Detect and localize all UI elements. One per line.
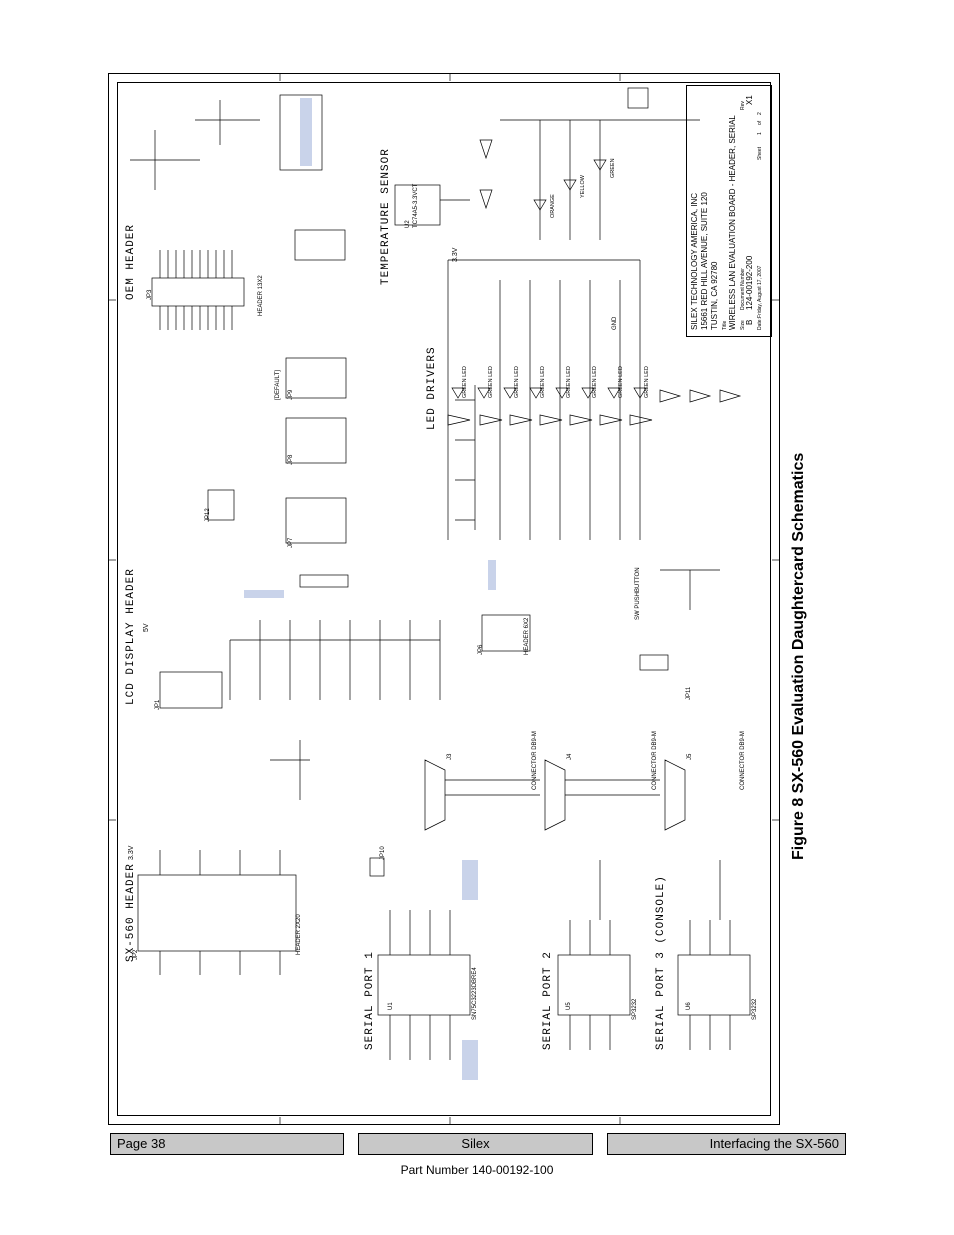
jp8-label: JP8: [288, 454, 294, 465]
section-serial-port-3: SERIAL PORT 3 (CONSOLE): [655, 875, 667, 1050]
tb-sheet: 1: [757, 132, 763, 135]
footer-page: Page 38: [110, 1133, 344, 1155]
jp7-label: JP7: [288, 537, 294, 548]
section-temperature-sensor: TEMPERATURE SENSOR: [380, 148, 392, 285]
led-label-1: GREEN LED: [462, 366, 468, 398]
section-lcd-display-header: LCD DISPLAY HEADER: [125, 568, 137, 705]
footer-company: Silex: [358, 1133, 593, 1155]
header-2x20-label: HEADER 2X20: [296, 914, 302, 955]
led-top-orange: ORANGE: [550, 194, 556, 218]
tb-doc-number: 124-00192-200: [745, 255, 754, 310]
footer-section: Interfacing the SX-560: [607, 1133, 846, 1155]
conn-db9-j5: CONNECTOR DB9-M: [740, 731, 746, 790]
tb-date-label: Date:: [757, 318, 763, 330]
v33-label-jp2: 3.3V: [128, 845, 135, 860]
header-6x2-label: HEADER 6X2: [524, 617, 530, 655]
section-led-drivers: LED DRIVERS: [426, 346, 438, 430]
led-label-6: GREEN LED: [592, 366, 598, 398]
title-block: [686, 85, 772, 337]
conn-db9-j3: CONNECTOR DB9-M: [532, 731, 538, 790]
led-label-4: GREEN LED: [540, 366, 546, 398]
led-top-yellow: YELLOW: [580, 175, 586, 198]
jp10-label: JP10: [380, 846, 386, 860]
jp12-label: JP12: [205, 508, 211, 522]
section-serial-port-1: SERIAL PORT 1: [364, 951, 376, 1050]
figure-title: Figure 8 SX-560 Evaluation Daughtercard …: [790, 452, 807, 860]
u6-part: SP3232: [752, 998, 758, 1020]
header-13x2-label: HEADER 13X2: [258, 275, 264, 316]
led-label-2: GREEN LED: [488, 366, 494, 398]
jp11-label: JP11: [686, 686, 692, 700]
schematic-sheet: [108, 73, 780, 1125]
part-number: Part Number 140-00192-100: [400, 1163, 554, 1177]
v5-label: 5V: [143, 623, 150, 632]
led-top-green: GREEN: [610, 158, 616, 178]
gnd-label: GND: [612, 316, 618, 330]
u5-part: SP3232: [632, 998, 638, 1020]
led-label-5: GREEN LED: [566, 366, 572, 398]
section-sx560-header: SX-560 HEADER: [125, 863, 137, 962]
led-label-8: GREEN LED: [644, 366, 650, 398]
tb-sheet-label: Sheet: [757, 146, 763, 160]
u2-part: TC74A5-3.3VCT: [413, 183, 419, 228]
tb-company: SILEX TECHNOLOGY AMERICA, INC: [690, 192, 699, 330]
tb-of-label: of: [757, 120, 763, 125]
v33-label-led: 3.3V: [452, 247, 459, 262]
jp3-label: JP3: [147, 289, 153, 300]
u6-label: U6: [686, 1002, 692, 1010]
tb-sheets: 2: [757, 112, 763, 115]
u5-label: U5: [566, 1002, 572, 1010]
u2-label: U2: [405, 220, 411, 228]
j4-label: J4: [567, 753, 573, 760]
section-oem-header: OEM HEADER: [125, 223, 137, 300]
tb-size: B: [745, 319, 754, 325]
u1-label: U1: [388, 1002, 394, 1010]
led-label-3: GREEN LED: [514, 366, 520, 398]
led-label-7: GREEN LED: [618, 366, 624, 398]
tb-address2: TUSTIN, CA 92780: [710, 261, 719, 330]
section-serial-port-2: SERIAL PORT 2: [542, 951, 554, 1050]
jp2-label: JP2: [133, 949, 139, 960]
tb-date: Friday, August 17, 2007: [757, 265, 763, 318]
j3-label: J3: [447, 753, 453, 760]
jp1-label: JP1: [155, 699, 161, 710]
u1-part: SN75C3223DBRE4: [472, 967, 478, 1020]
tb-address1: 15661 RED HILL AVENUE, SUITE 120: [700, 192, 709, 330]
j5-label: J5: [687, 753, 693, 760]
jp6-label: JP6: [478, 644, 484, 655]
conn-db9-j4: CONNECTOR DB9-M: [652, 731, 658, 790]
tb-rev: X1: [745, 95, 754, 105]
schematic-border: [117, 82, 771, 1116]
jp9-label: JP9: [288, 389, 294, 400]
tb-title: WIRELESS LAN EVALUATION BOARD - HEADER, …: [728, 115, 737, 330]
default-label: [DEFAULT]: [275, 370, 281, 400]
sw1-label: SW PUSHBUTTON: [635, 567, 641, 620]
